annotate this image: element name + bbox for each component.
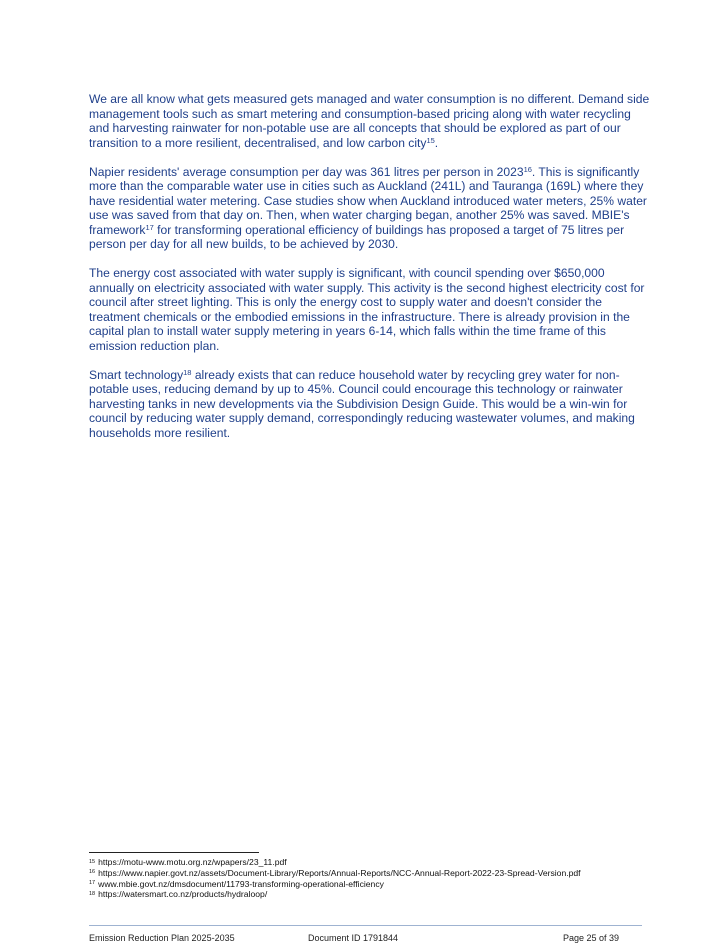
paragraph-text: Smart technology	[89, 367, 184, 382]
paragraph-text: already exists that can reduce household…	[89, 367, 635, 440]
footnote-number: 16	[89, 869, 96, 876]
footnote-number: 18	[89, 890, 96, 897]
footer-rule	[89, 925, 642, 926]
footer-document-id: Document ID 1791844	[308, 933, 399, 943]
paragraph-text: Napier residents' average consumption pe…	[89, 164, 524, 179]
paragraph-text: .	[434, 135, 439, 150]
footnote-ref: 17	[145, 222, 154, 232]
footnote-link[interactable]: https://watersmart.co.nz/products/hydral…	[98, 889, 268, 900]
footer-document-title: Emission Reduction Plan 2025-2035	[89, 933, 235, 943]
footnote-ref: 15	[426, 135, 435, 145]
footnote-ref: 18	[183, 367, 192, 377]
paragraph-p3: The energy cost associated with water su…	[89, 266, 651, 353]
footnote-link[interactable]: https://motu-www.motu.org.nz/wpapers/23_…	[98, 857, 287, 867]
footer-page-number: Page 25 of 39	[563, 933, 620, 943]
page-footer: Emission Reduction Plan 2025-2035 Docume…	[89, 932, 642, 944]
body-text: We are all know what gets measured gets …	[89, 92, 651, 455]
paragraph-text: . This is significantly more than the co…	[89, 164, 647, 237]
paragraph-text: The energy cost associated with water su…	[89, 266, 645, 353]
footnote-ref: 16	[523, 164, 532, 174]
footnote-link[interactable]: www.mbie.govt.nz/dmsdocument/11793-trans…	[98, 878, 384, 889]
paragraph-text: We are all know what gets measured gets …	[89, 92, 650, 150]
footnote-separator	[89, 852, 259, 853]
paragraph-text: for transforming operational efficiency …	[89, 222, 625, 252]
paragraph-p1: We are all know what gets measured gets …	[89, 92, 651, 150]
paragraph-p2: Napier residents' average consumption pe…	[89, 165, 651, 252]
footnote-number: 15	[89, 858, 96, 865]
footnote-link[interactable]: https://www.napier.govt.nz/assets/Docume…	[98, 867, 581, 878]
paragraph-p4: Smart technology18 already exists that c…	[89, 368, 651, 441]
footnote-number: 17	[89, 880, 96, 887]
